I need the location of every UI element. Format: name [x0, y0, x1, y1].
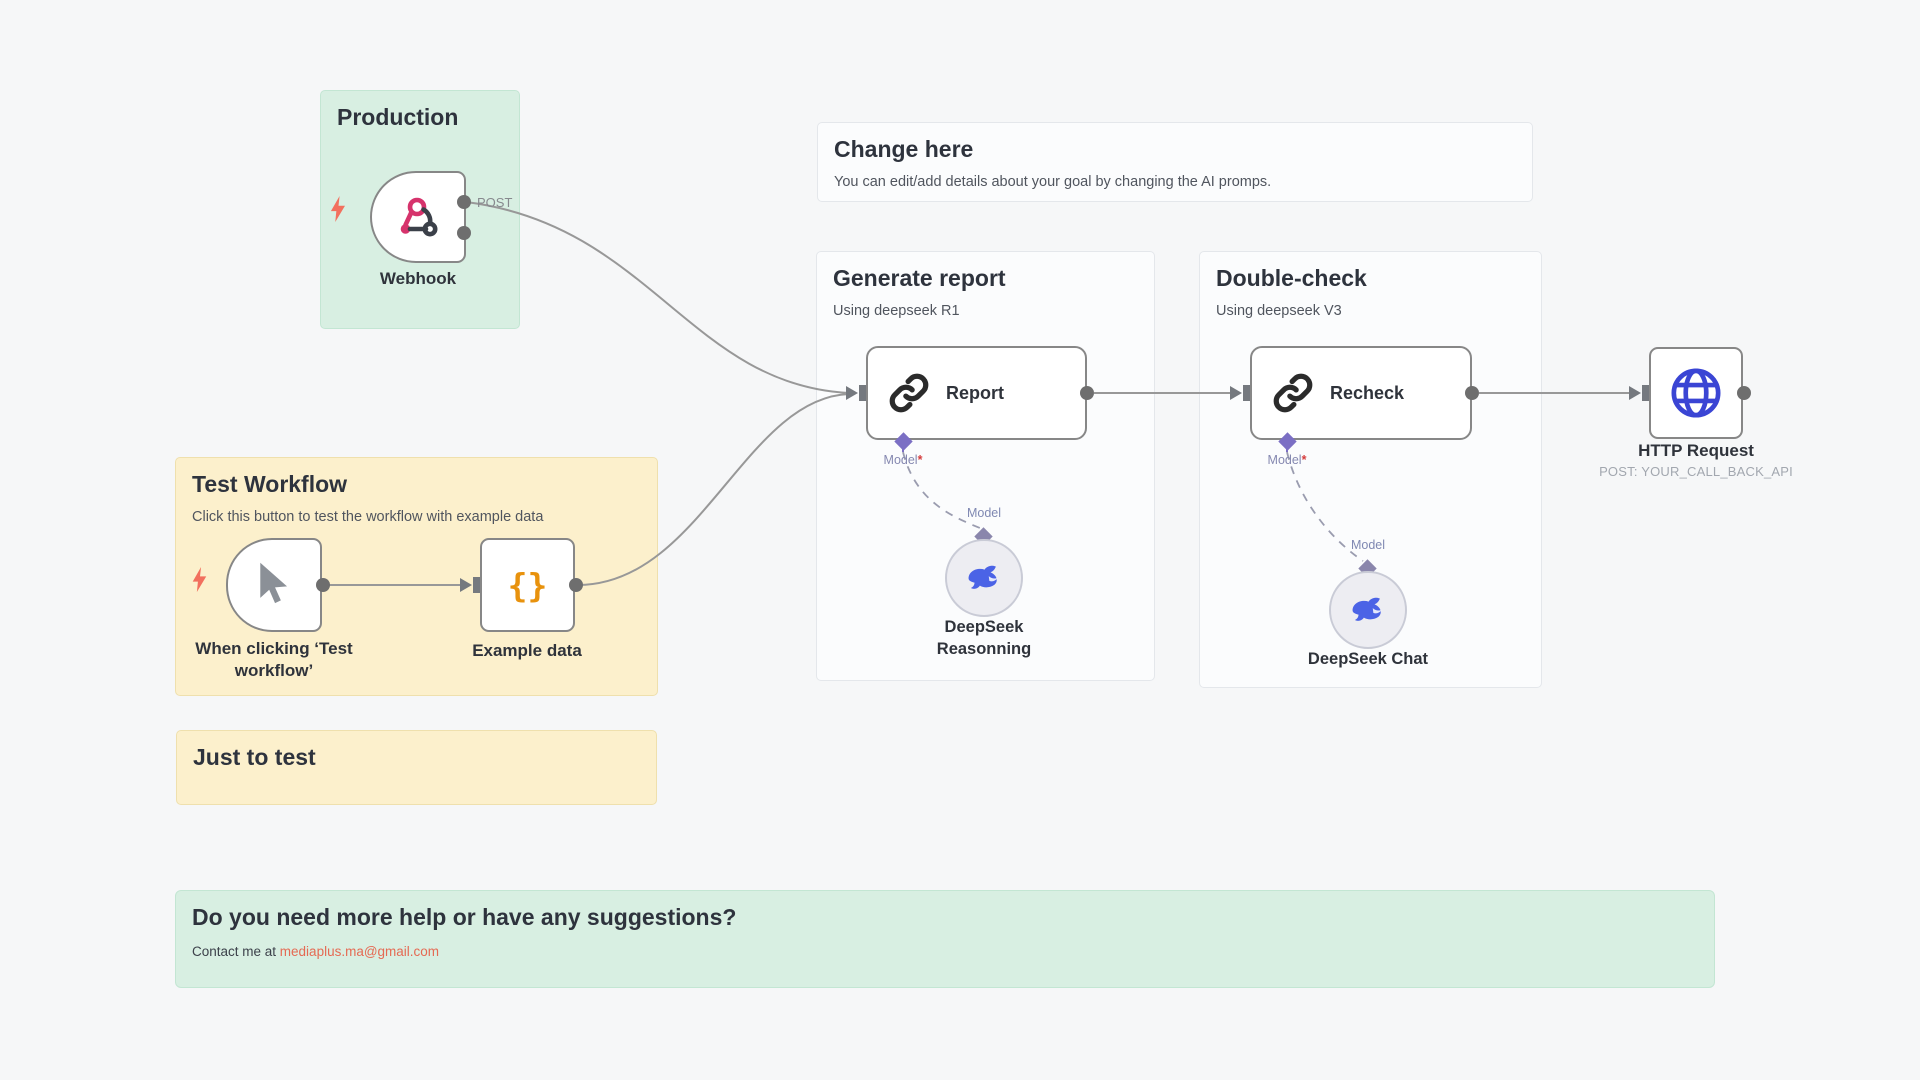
sticky-help[interactable]: Do you need more help or have any sugges…	[175, 890, 1715, 988]
sticky-test-workflow-title: Test Workflow	[192, 471, 348, 497]
sticky-double-check-subtitle: Using deepseek V3	[1216, 303, 1342, 319]
whale-icon	[968, 565, 998, 589]
node-recheck[interactable]: Recheck	[1250, 346, 1472, 440]
node-http-request[interactable]	[1649, 347, 1743, 439]
example-data-input-port[interactable]	[459, 576, 481, 594]
recheck-model-port-stem	[1286, 446, 1288, 452]
recheck-model-port-label: Model*	[1267, 453, 1307, 467]
node-example-data[interactable]: {}	[480, 538, 575, 632]
contact-prefix: Contact me at	[192, 944, 280, 959]
node-when-clicking-test-workflow[interactable]	[226, 538, 322, 632]
sticky-help-contact: Contact me at mediaplus.ma@gmail.com	[192, 944, 1698, 959]
node-deepseek-chat-label: DeepSeek Chat	[1307, 650, 1429, 668]
globe-icon	[1671, 368, 1721, 418]
node-recheck-label: Recheck	[1330, 382, 1405, 403]
node-report-label: Report	[946, 382, 1004, 403]
sticky-production-title: Production	[337, 104, 459, 130]
trigger-output-port[interactable]	[316, 578, 330, 592]
webhook-output-port-post[interactable]	[457, 195, 471, 209]
webhook-output-port-2[interactable]	[457, 226, 471, 240]
example-data-output-port[interactable]	[569, 578, 583, 592]
report-input-port[interactable]	[845, 384, 867, 402]
chat-port-label: Model	[1350, 538, 1386, 552]
report-model-port-stem	[902, 446, 904, 452]
node-http-request-label: HTTP Request	[1638, 441, 1754, 460]
sticky-double-check-title: Double-check	[1216, 265, 1367, 291]
cursor-icon	[260, 562, 288, 604]
node-deepseek-reasonning[interactable]	[945, 539, 1023, 617]
webhook-icon	[400, 197, 438, 237]
reasonning-port-label: Model	[966, 506, 1002, 520]
node-trigger-label: When clicking ‘Test workflow’	[195, 639, 353, 680]
node-webhook[interactable]	[370, 171, 466, 263]
webhook-post-port-label: POST	[477, 195, 513, 210]
node-deepseek-chat[interactable]	[1329, 571, 1407, 649]
http-request-input-port[interactable]	[1628, 384, 1650, 402]
curly-braces-icon: {}	[507, 565, 548, 605]
sticky-help-title: Do you need more help or have any sugges…	[192, 904, 737, 930]
sticky-just-to-test[interactable]: Just to test	[176, 730, 657, 805]
required-mark: *	[1301, 453, 1307, 467]
contact-email-link[interactable]: mediaplus.ma@gmail.com	[279, 944, 440, 959]
sticky-generate-report-title: Generate report	[833, 265, 1006, 291]
connection-webhook-to-report[interactable]	[465, 201, 850, 394]
node-example-data-label: Example data	[472, 641, 582, 660]
node-http-request-sublabel: POST: YOUR_CALL_BACK_API	[1599, 464, 1793, 479]
sticky-test-workflow-subtitle: Click this button to test the workflow w…	[192, 509, 544, 525]
link-icon	[889, 373, 929, 413]
sticky-change-here-subtitle: You can edit/add details about your goal…	[834, 174, 1272, 190]
sticky-change-here-title: Change here	[834, 136, 974, 162]
sticky-generate-report-subtitle: Using deepseek R1	[833, 303, 960, 319]
recheck-output-port[interactable]	[1465, 386, 1479, 400]
sticky-just-to-test-title: Just to test	[193, 744, 316, 770]
http-request-output-port[interactable]	[1737, 386, 1751, 400]
recheck-input-port[interactable]	[1229, 384, 1251, 402]
node-report[interactable]: Report	[866, 346, 1087, 440]
node-deepseek-reasonning-label: DeepSeek Reasonning	[936, 618, 1032, 658]
report-model-port-label: Model*	[883, 453, 923, 467]
node-webhook-label: Webhook	[379, 269, 457, 288]
trigger-bolt-icon	[192, 567, 207, 592]
sticky-change-here[interactable]: Change here You can edit/add details abo…	[817, 122, 1533, 202]
trigger-bolt-icon	[330, 196, 345, 222]
whale-icon	[1352, 597, 1382, 621]
required-mark: *	[917, 453, 923, 467]
report-output-port[interactable]	[1080, 386, 1094, 400]
link-icon	[1273, 373, 1313, 413]
